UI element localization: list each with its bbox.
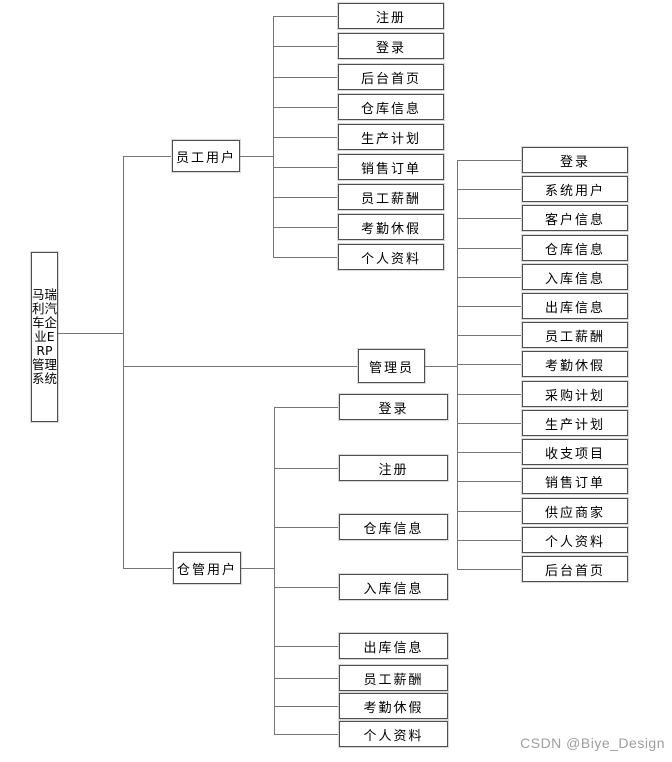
connector-line <box>273 137 338 138</box>
connector-line <box>273 257 338 258</box>
leaf-node: 生产计划 <box>338 124 444 150</box>
leaf-node: 注册 <box>339 455 448 481</box>
connector-line <box>123 156 172 157</box>
leaf-node: 个人资料 <box>338 244 444 270</box>
leaf-node: 生产计划 <box>522 410 628 436</box>
connector-line <box>457 364 522 365</box>
connector-line <box>457 423 522 424</box>
leaf-node: 员工薪酬 <box>338 184 444 210</box>
connector-line <box>123 568 173 569</box>
leaf-node: 销售订单 <box>522 468 628 494</box>
leaf-node: 员工薪酬 <box>522 322 628 348</box>
leaf-node: 后台首页 <box>338 64 444 90</box>
leaf-node: 个人资料 <box>339 721 448 747</box>
branch-node: 管理员 <box>358 349 425 383</box>
leaf-node: 入库信息 <box>339 574 448 600</box>
connector-line <box>457 540 522 541</box>
connector-line <box>273 227 338 228</box>
connector-line <box>273 46 338 47</box>
connector-line <box>274 407 275 734</box>
leaf-node: 客户信息 <box>522 205 628 231</box>
branch-node: 员工用户 <box>172 140 240 172</box>
leaf-node: 个人资料 <box>522 527 628 553</box>
connector-line <box>274 527 339 528</box>
connector-line <box>274 587 339 588</box>
leaf-node: 供应商家 <box>522 498 628 524</box>
connector-line <box>241 568 274 569</box>
leaf-node: 考勤休假 <box>339 693 448 719</box>
leaf-node: 销售订单 <box>338 154 444 180</box>
watermark: CSDN @Biye_Design <box>520 735 665 751</box>
connector-line <box>240 156 273 157</box>
connector-line <box>457 394 522 395</box>
leaf-node: 登录 <box>522 147 628 173</box>
leaf-node: 仓库信息 <box>522 235 628 261</box>
connector-line <box>457 481 522 482</box>
connector-line <box>274 734 339 735</box>
connector-line <box>457 218 522 219</box>
leaf-node: 系统用户 <box>522 176 628 202</box>
connector-line <box>58 333 123 334</box>
root-node: 马瑞利汽车企业ERP管理系统 <box>31 252 58 422</box>
connector-line <box>274 706 339 707</box>
connector-line <box>274 407 339 408</box>
leaf-node: 员工薪酬 <box>339 665 448 691</box>
connector-line <box>273 167 338 168</box>
connector-line <box>273 16 338 17</box>
connector-line <box>273 16 274 257</box>
connector-line <box>273 77 338 78</box>
connector-line <box>274 468 339 469</box>
connector-line <box>457 452 522 453</box>
connector-line <box>457 306 522 307</box>
leaf-node: 出库信息 <box>522 293 628 319</box>
connector-line <box>274 646 339 647</box>
connector-line <box>457 511 522 512</box>
connector-line <box>457 569 522 570</box>
connector-line <box>457 189 522 190</box>
connector-line <box>457 277 522 278</box>
leaf-node: 登录 <box>339 394 448 420</box>
leaf-node: 注册 <box>338 3 444 29</box>
leaf-node: 登录 <box>338 33 444 59</box>
leaf-node: 考勤休假 <box>338 214 444 240</box>
connector-line <box>273 107 338 108</box>
connector-line <box>457 335 522 336</box>
connector-line <box>123 156 124 568</box>
leaf-node: 入库信息 <box>522 264 628 290</box>
connector-line <box>274 678 339 679</box>
leaf-node: 考勤休假 <box>522 351 628 377</box>
leaf-node: 出库信息 <box>339 633 448 659</box>
leaf-node: 仓库信息 <box>339 514 448 540</box>
branch-node: 仓管用户 <box>173 552 241 584</box>
leaf-node: 收支项目 <box>522 439 628 465</box>
connector-line <box>273 197 338 198</box>
leaf-node: 采购计划 <box>522 381 628 407</box>
leaf-node: 后台首页 <box>522 556 628 582</box>
connector-line <box>425 366 457 367</box>
connector-line <box>457 248 522 249</box>
leaf-node: 仓库信息 <box>338 94 444 120</box>
connector-line <box>123 366 358 367</box>
connector-line <box>457 160 522 161</box>
